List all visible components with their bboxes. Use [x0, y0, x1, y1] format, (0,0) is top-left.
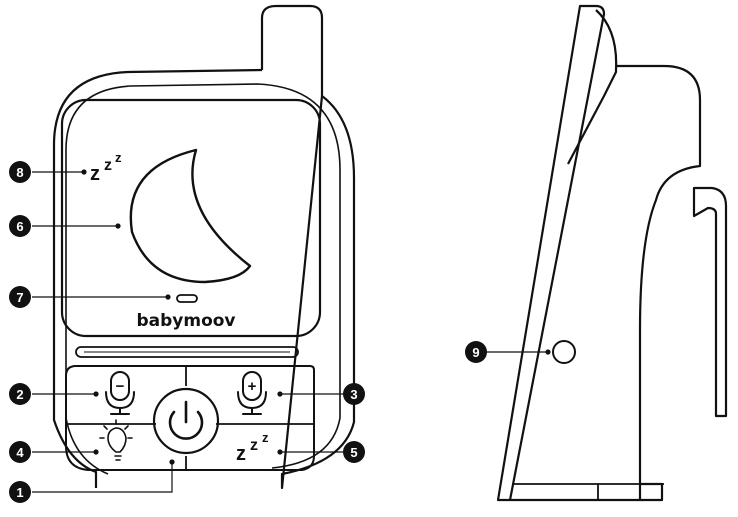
callout-5: 5 — [343, 441, 365, 463]
svg-text:z: z — [236, 443, 246, 465]
side-base — [640, 482, 664, 502]
callout-3: 3 — [343, 383, 365, 405]
device-body-outer — [52, 68, 356, 490]
callout-9: 9 — [465, 341, 487, 363]
side-body — [510, 64, 702, 502]
svg-text:2: 2 — [16, 387, 23, 402]
svg-text:6: 6 — [16, 219, 23, 234]
plus-sign: + — [248, 378, 257, 395]
callout-badges: 8 6 7 2 3 4 5 1 — [9, 161, 487, 503]
svg-text:7: 7 — [16, 290, 23, 305]
side-button[interactable] — [552, 340, 576, 364]
svg-text:3: 3 — [350, 387, 357, 402]
callout-2: 2 — [9, 383, 31, 405]
callout-8: 8 — [9, 161, 31, 183]
side-front-face — [496, 4, 606, 502]
speaker-slot — [75, 346, 299, 358]
moon-icon — [129, 148, 252, 284]
front-view — [52, 4, 356, 490]
callout-1: 1 — [9, 481, 31, 503]
svg-text:9: 9 — [472, 345, 479, 360]
side-clip — [692, 186, 728, 418]
svg-text:8: 8 — [16, 165, 23, 180]
night-light-icon[interactable] — [99, 419, 133, 461]
sleep-zzz-icon: z z z — [90, 150, 122, 185]
minus-sign: − — [116, 378, 125, 395]
svg-text:z: z — [262, 430, 269, 445]
side-antenna — [567, 9, 618, 165]
svg-text:z: z — [115, 150, 122, 165]
power-button[interactable] — [152, 387, 220, 455]
svg-text:z: z — [104, 157, 112, 174]
antenna — [260, 4, 324, 96]
side-view — [496, 4, 728, 502]
status-led — [176, 294, 198, 303]
svg-text:5: 5 — [350, 445, 357, 460]
device-body-inner — [65, 83, 341, 475]
screen-panel — [60, 98, 322, 338]
power-icon — [168, 400, 204, 440]
callout-6: 6 — [9, 215, 31, 237]
callout-leaders — [32, 169, 551, 493]
svg-text:z: z — [90, 163, 100, 185]
svg-text:1: 1 — [16, 485, 23, 500]
sleep-button-zzz-icon[interactable]: z z z — [236, 430, 269, 465]
microphone-minus-icon[interactable] — [105, 371, 135, 415]
microphone-plus-icon[interactable] — [237, 371, 267, 415]
button-cluster-outline — [65, 365, 315, 471]
svg-text:4: 4 — [16, 445, 24, 460]
brand-logo: babymoov — [136, 311, 235, 331]
callout-4: 4 — [9, 441, 31, 463]
callout-7: 7 — [9, 286, 31, 308]
svg-text:z: z — [250, 437, 258, 454]
